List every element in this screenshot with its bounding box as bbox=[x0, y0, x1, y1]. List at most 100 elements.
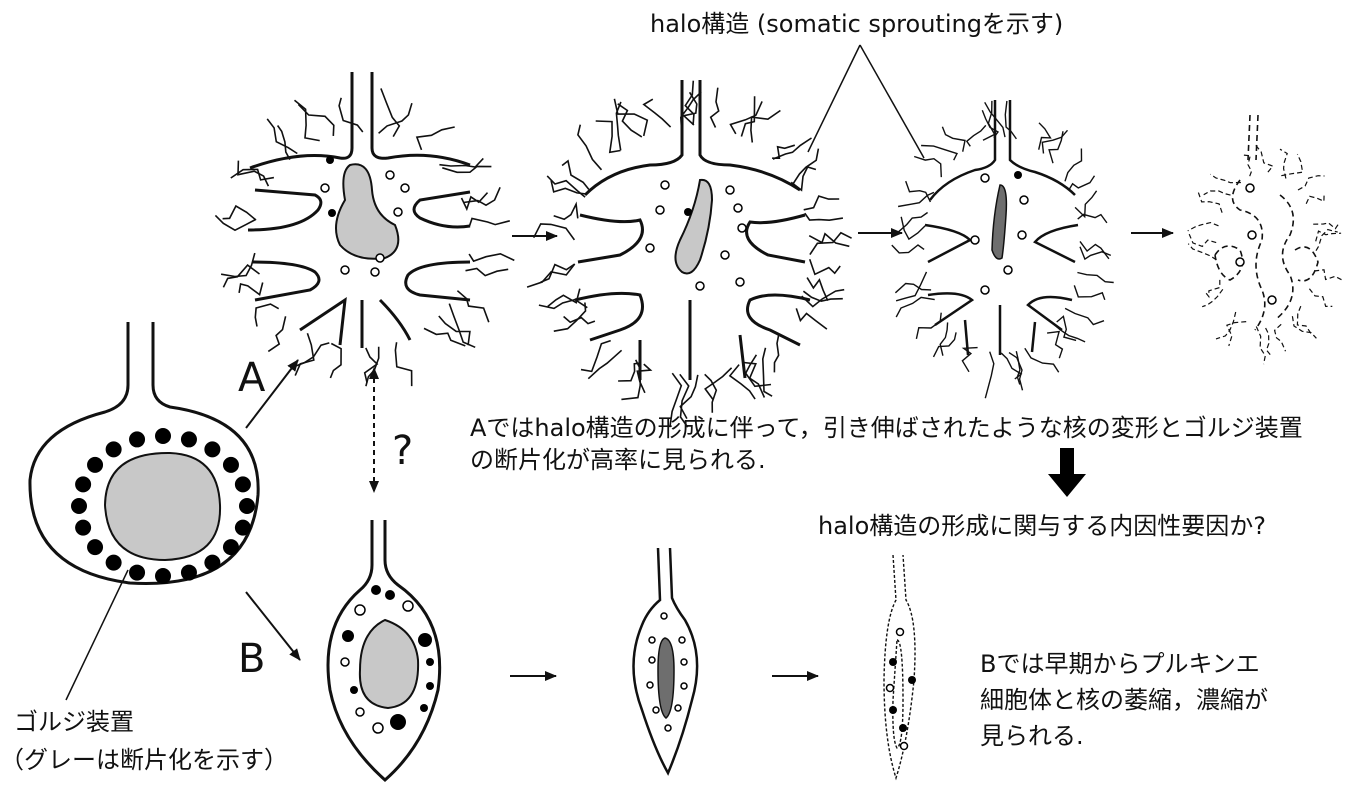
halo-fiber bbox=[746, 355, 771, 387]
halo-cell-mid bbox=[575, 80, 810, 380]
golgi-granule bbox=[385, 590, 395, 600]
halo-fiber bbox=[896, 272, 926, 301]
halo-fiber bbox=[1198, 193, 1222, 213]
halo-fiber bbox=[940, 322, 947, 355]
halo-fiber bbox=[1047, 332, 1062, 359]
golgi-fragment bbox=[1248, 231, 1256, 239]
pathway-a-label: A bbox=[238, 355, 265, 401]
golgi-granule bbox=[223, 457, 239, 473]
halo-fiber bbox=[1275, 324, 1286, 351]
halo-fiber bbox=[906, 181, 931, 202]
golgi-fragment bbox=[646, 244, 654, 252]
golgi-granule bbox=[87, 457, 103, 473]
halo-fiber bbox=[554, 303, 586, 332]
halo-fiber bbox=[534, 224, 575, 240]
golgi-fragment bbox=[726, 186, 734, 194]
halo-fiber bbox=[1298, 176, 1325, 190]
emphasis-arrow-head bbox=[1048, 474, 1086, 497]
nucleus-shrunken bbox=[360, 620, 418, 708]
halo-fiber bbox=[1188, 223, 1219, 231]
halo-fiber bbox=[365, 348, 377, 383]
halo-cell-degenerated bbox=[1215, 115, 1318, 330]
golgi-fragment bbox=[371, 268, 379, 276]
golgi-granule bbox=[71, 498, 87, 514]
golgi-fragment bbox=[736, 278, 744, 286]
atrophy-cell-early bbox=[328, 520, 440, 780]
golgi-fragment bbox=[1018, 231, 1026, 239]
note-a-conclusion: halo構造の形成に関与する内因性要因か? bbox=[818, 510, 1266, 542]
halo-fiber bbox=[901, 217, 925, 239]
halo-fiber bbox=[267, 119, 297, 154]
note-b: Bでは早期からプルキンエ細胞体と核の萎縮，濃縮が見られる. bbox=[980, 646, 1280, 754]
golgi-granule bbox=[426, 682, 434, 690]
halo-fiber bbox=[1204, 191, 1231, 195]
golgi-fragment bbox=[1246, 184, 1254, 192]
halo-fiber bbox=[1189, 234, 1216, 246]
golgi-granule bbox=[420, 704, 428, 712]
golgi-fragment bbox=[675, 705, 681, 711]
halo-fiber bbox=[810, 259, 841, 274]
atrophy-cell-late bbox=[884, 555, 915, 778]
halo-fiber bbox=[1065, 308, 1104, 324]
golgi-fragment bbox=[355, 605, 365, 615]
golgi-granule bbox=[129, 565, 145, 581]
halo-fiber bbox=[810, 233, 852, 255]
halo-fibers-4 bbox=[1188, 145, 1342, 364]
golgi-granule bbox=[239, 498, 255, 514]
nucleus-elongated bbox=[675, 180, 712, 274]
halo-fiber bbox=[255, 304, 278, 326]
golgi-granule bbox=[87, 539, 103, 555]
halo-fiber bbox=[581, 341, 611, 372]
halo-fiber bbox=[1202, 289, 1223, 306]
golgi-granule bbox=[328, 209, 336, 217]
golgi-granule bbox=[129, 431, 145, 447]
golgi-fragment bbox=[971, 236, 979, 244]
halo-fiber bbox=[796, 308, 827, 329]
healthy-nucleus bbox=[105, 453, 220, 560]
golgi-granule bbox=[106, 555, 122, 571]
halo-fiber bbox=[985, 352, 994, 399]
halo-fiber bbox=[744, 363, 765, 398]
halo-fiber bbox=[298, 104, 333, 135]
golgi-granule bbox=[155, 568, 171, 584]
leader-golgi bbox=[66, 570, 128, 700]
halo-fiber bbox=[1065, 149, 1082, 182]
golgi-fragment bbox=[356, 708, 364, 716]
golgi-fragment bbox=[696, 282, 704, 290]
halo-fiber bbox=[469, 254, 514, 261]
halo-fiber bbox=[934, 332, 957, 357]
golgi-fragment bbox=[1020, 196, 1028, 204]
halo-fiber bbox=[921, 146, 957, 161]
golgi-granule bbox=[889, 706, 897, 714]
halo-fiber bbox=[809, 234, 849, 247]
halo-fiber bbox=[469, 219, 510, 227]
golgi-granule bbox=[1014, 171, 1022, 179]
halo-fiber bbox=[295, 100, 320, 140]
halo-fiber bbox=[578, 125, 602, 170]
golgi-granule bbox=[684, 208, 692, 216]
halo-fiber bbox=[223, 206, 256, 220]
halo-fiber bbox=[805, 213, 843, 220]
halo-fiber bbox=[942, 127, 965, 152]
halo-fiber bbox=[442, 166, 491, 172]
golgi-granule bbox=[181, 565, 197, 581]
golgi-granule bbox=[426, 658, 434, 666]
golgi-fragments-4 bbox=[1236, 184, 1276, 304]
halo-fiber bbox=[1256, 145, 1273, 172]
note-a: Aではhalo構造の形成に伴って，引き伸ばされたような核の変形とゴルジ装置の断片… bbox=[470, 412, 1326, 476]
golgi-fragment bbox=[901, 743, 908, 750]
halo-fiber bbox=[588, 350, 621, 378]
halo-fiber bbox=[804, 196, 840, 210]
halo-fiber bbox=[466, 269, 509, 276]
golgi-granule bbox=[75, 476, 91, 492]
golgi-granule bbox=[235, 520, 251, 536]
halo-fiber bbox=[1309, 289, 1332, 307]
halo-fiber bbox=[457, 291, 488, 323]
golgi-fragment bbox=[394, 208, 402, 216]
golgi-fragment bbox=[647, 682, 653, 688]
halo-fiber bbox=[1313, 223, 1339, 229]
golgi-granule bbox=[326, 156, 334, 164]
golgi-granule bbox=[390, 714, 406, 730]
halo-fiber bbox=[1280, 149, 1287, 178]
